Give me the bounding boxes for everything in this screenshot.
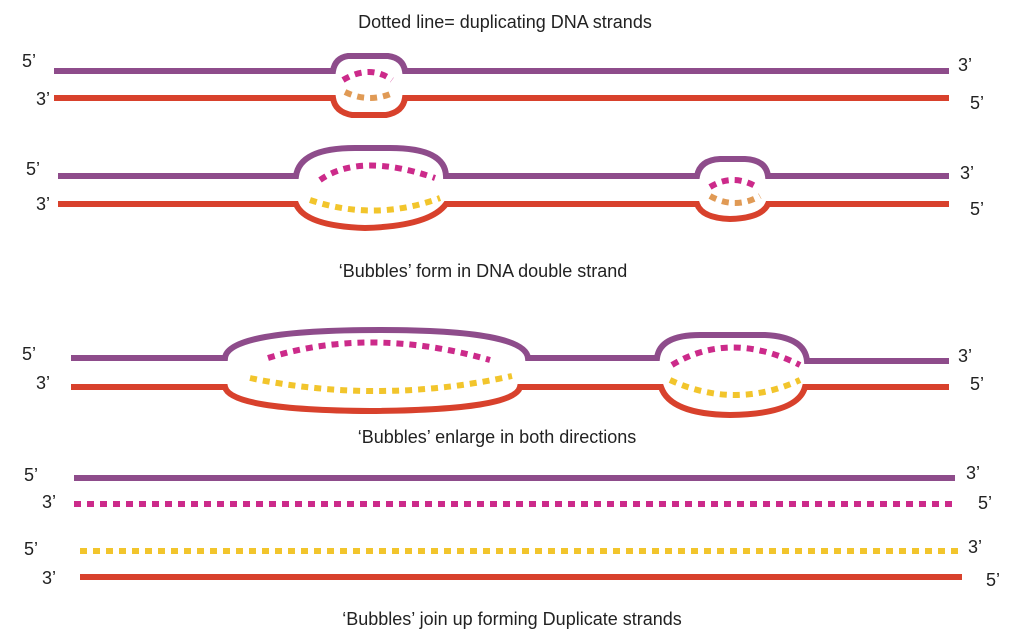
stage4-line2-left-label: 3’ bbox=[42, 492, 57, 512]
stage1-bottom-right-label: 5’ bbox=[970, 93, 985, 113]
stage1-new-top-strand bbox=[341, 69, 394, 83]
stage2-bottom-left-label: 3’ bbox=[36, 194, 51, 214]
stage3-bubble2-new-bottom-strand bbox=[668, 377, 802, 398]
stage4-line1-left-label: 5’ bbox=[24, 465, 39, 485]
stage3-parent-top-strand bbox=[71, 326, 949, 364]
stage1-top-right-label: 3’ bbox=[958, 55, 973, 75]
stage1-parent-top-strand bbox=[54, 53, 949, 74]
stage3-bubble1-new-top-strand bbox=[267, 339, 491, 363]
stage3-top-left-label: 5’ bbox=[22, 344, 37, 364]
stage2-top-right-label: 3’ bbox=[960, 163, 975, 183]
stage4-line2-right-label: 5’ bbox=[978, 493, 993, 513]
stage1-bottom-left-label: 3’ bbox=[36, 89, 51, 109]
stage1-top-left-label: 5’ bbox=[22, 51, 37, 71]
stage3-bottom-left-label: 3’ bbox=[36, 373, 51, 393]
stage1-parent-bottom-strand bbox=[54, 95, 949, 118]
stage2-top-left-label: 5’ bbox=[26, 159, 41, 179]
legend-caption: Dotted line= duplicating DNA strands bbox=[358, 12, 652, 32]
stage4-line3-left-label: 5’ bbox=[24, 539, 39, 559]
stage2-parent-top-strand bbox=[58, 145, 949, 179]
stage2-bubble2-new-top-strand bbox=[708, 177, 759, 190]
stage2-parent-bottom-strand bbox=[58, 201, 949, 232]
stage3-caption: ‘Bubbles’ enlarge in both directions bbox=[357, 427, 637, 447]
stage3-bottom-right-label: 5’ bbox=[970, 374, 985, 394]
stage4-line1-right-label: 3’ bbox=[966, 463, 981, 483]
stage3-bubble1-new-bottom-strand bbox=[249, 373, 513, 395]
stage2-bubble2-new-bottom-strand bbox=[708, 193, 762, 206]
stage4-line4-right-label: 5’ bbox=[986, 570, 1001, 590]
stage2-caption: ‘Bubbles’ form in DNA double strand bbox=[338, 261, 628, 281]
stage4-line4-left-label: 3’ bbox=[42, 568, 57, 588]
stage1-new-bottom-strand bbox=[343, 89, 397, 101]
stage2-bubble1-new-top-strand bbox=[318, 162, 436, 183]
stage4-line3-right-label: 3’ bbox=[968, 537, 983, 557]
stage2-bubble1-new-bottom-strand bbox=[309, 195, 442, 214]
stage3-parent-bottom-strand bbox=[71, 384, 949, 419]
stage2-bottom-right-label: 5’ bbox=[970, 199, 985, 219]
stage3-top-right-label: 3’ bbox=[958, 346, 973, 366]
stage4-caption: ‘Bubbles’ join up forming Duplicate stra… bbox=[342, 609, 682, 629]
stage3-bubble2-new-top-strand bbox=[670, 344, 802, 368]
